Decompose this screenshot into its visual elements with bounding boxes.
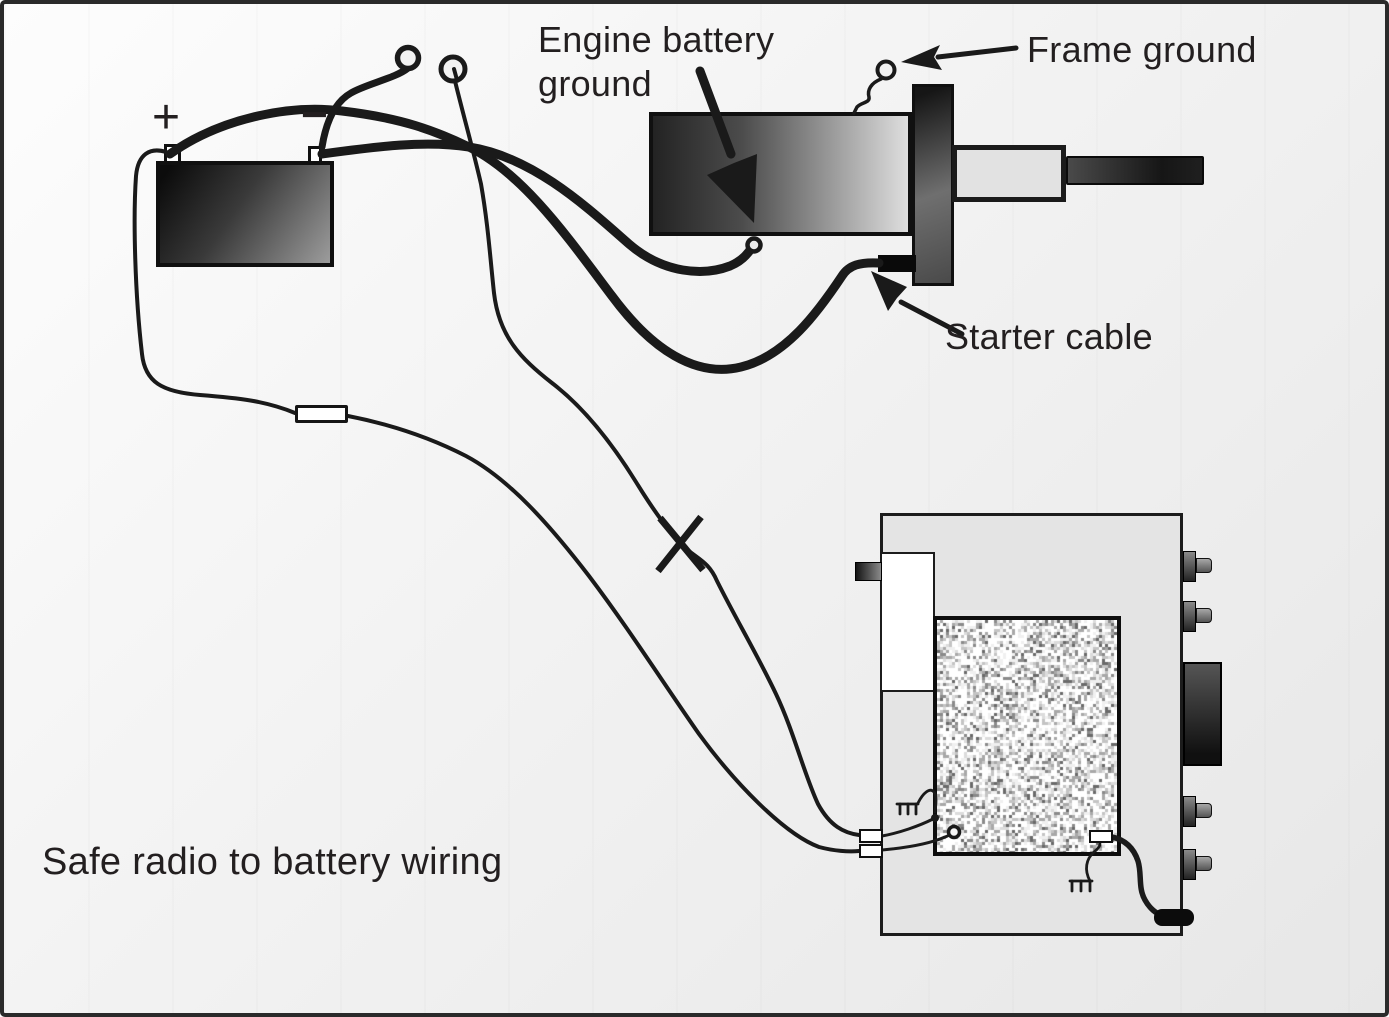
frame-ground-wire-path [854, 79, 881, 113]
radio-internal-ground-wire [882, 819, 933, 836]
inline-fuse [295, 405, 348, 423]
starter-cable-path [170, 109, 879, 369]
chassis-ground-icon [1070, 881, 1092, 891]
battery-negative-label: − [301, 92, 328, 136]
radio-ground-wire-path [455, 81, 859, 835]
speaker-wire-path [1112, 837, 1162, 916]
starter-cable-label: Starter cable [945, 315, 1153, 359]
speaker-terminal [1089, 830, 1113, 843]
speaker-lug [949, 827, 960, 838]
ring-terminal-cable-path [322, 68, 408, 147]
engine-battery-ground-label: Engine battery ground [538, 18, 774, 106]
frame-ground-label: Frame ground [1027, 28, 1257, 72]
radio-wire-connector-top [859, 829, 883, 843]
radio-internal-positive-wire [882, 833, 952, 850]
battery-positive-label: + [152, 96, 180, 140]
frame-ground-ring-icon [878, 62, 895, 79]
engine-ground-arrow-head [707, 154, 757, 223]
caption: Safe radio to battery wiring [42, 840, 502, 884]
right-ground-squiggle [1087, 844, 1100, 881]
radio-wire-connector-bottom [859, 844, 883, 858]
radio-positive-wire-path [135, 150, 295, 413]
engine-ground-ring-icon [748, 239, 761, 252]
chassis-ground-icon [897, 804, 918, 814]
ring-terminal-icon [398, 48, 419, 69]
frame-ground-arrow-shaft [938, 48, 1016, 57]
speaker-wire-plug [1154, 909, 1194, 926]
no-connection-x-icon [658, 517, 703, 571]
left-ground-squiggle [918, 790, 936, 812]
solder-dot [931, 814, 939, 822]
radio-positive-wire-path-after-fuse [348, 416, 859, 851]
